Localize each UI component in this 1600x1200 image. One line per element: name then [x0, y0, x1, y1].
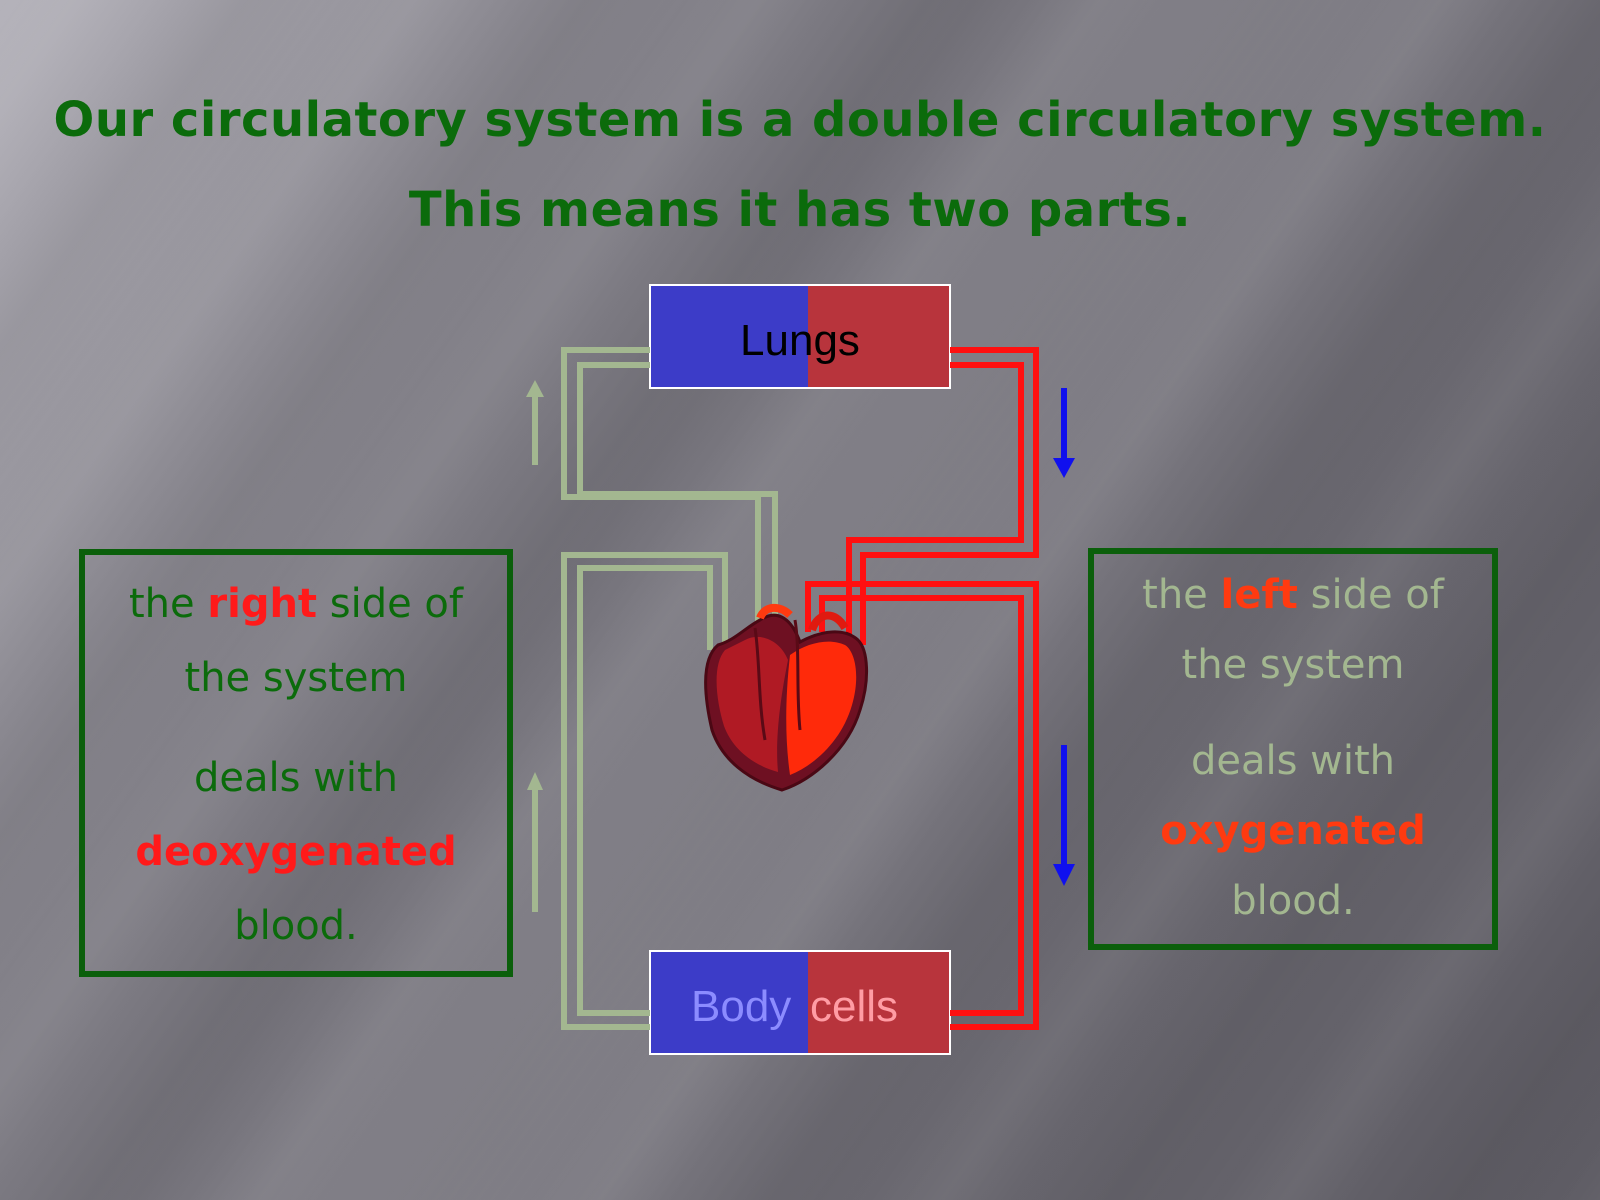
- pulmonary-vein-inner: [846, 362, 1024, 645]
- oxygenated-vessels: [805, 347, 1039, 1030]
- left-box-highlight: left: [1220, 572, 1298, 618]
- vena-cava-outer: [561, 552, 728, 1030]
- arrow-down-icon: [1053, 388, 1075, 478]
- lungs-box: Lungs: [649, 284, 951, 389]
- left-box-line-5: blood.: [1231, 878, 1355, 924]
- left-box-line-4: oxygenated: [1160, 808, 1426, 854]
- cells-label: cells: [810, 982, 898, 1031]
- left-box-post: side of: [1310, 572, 1444, 618]
- arrow-up-icon: [527, 772, 543, 912]
- right-box-line-3: deals with: [193, 755, 399, 801]
- aorta-outer: [805, 581, 1039, 1030]
- right-box-post: side of: [329, 581, 463, 627]
- right-box-highlight: right: [207, 581, 318, 627]
- lungs-box-blue-half: [650, 285, 808, 388]
- right-box-line-2: the system: [184, 655, 408, 701]
- right-box-line-1: the right side of: [85, 567, 507, 641]
- body-cells-label: Body cells: [691, 982, 898, 1031]
- left-box-line-2: the system: [1181, 642, 1405, 688]
- title-line-1: Our circulatory system is a double circu…: [53, 92, 1547, 148]
- body-box-border: [649, 950, 951, 1055]
- arrow-down-icon: [1053, 745, 1075, 886]
- lungs-box-border: [649, 284, 951, 389]
- left-box-line-1: the left side of: [1094, 560, 1492, 630]
- pulmonary-artery-inner: [577, 362, 778, 625]
- vena-cava-inner: [577, 565, 713, 1016]
- right-box-line-4: deoxygenated: [135, 829, 457, 875]
- right-box-pre: the: [129, 581, 195, 627]
- body-label: Body: [691, 982, 791, 1031]
- left-side-info-box: the left side of the system deals with o…: [1088, 548, 1498, 950]
- lungs-label: Lungs: [740, 316, 860, 365]
- body-cells-box: Body cells: [649, 950, 951, 1055]
- aorta-inner: [819, 595, 1024, 1016]
- left-box-line-3: deals with: [1190, 738, 1396, 784]
- left-box-pre: the: [1142, 572, 1208, 618]
- body-box-blue-half: [650, 951, 808, 1054]
- right-box-line-5: blood.: [234, 903, 358, 949]
- body-box-red-half: [808, 951, 950, 1054]
- right-side-info-box: the right side of the system deals with …: [79, 549, 513, 977]
- title-line-2: This means it has two parts.: [408, 182, 1192, 238]
- heart-icon: [704, 603, 869, 792]
- pulmonary-artery-outer: [561, 347, 761, 625]
- deoxygenated-vessels: [561, 347, 778, 1030]
- lungs-box-red-half: [808, 285, 950, 388]
- arrow-up-icon: [526, 380, 544, 465]
